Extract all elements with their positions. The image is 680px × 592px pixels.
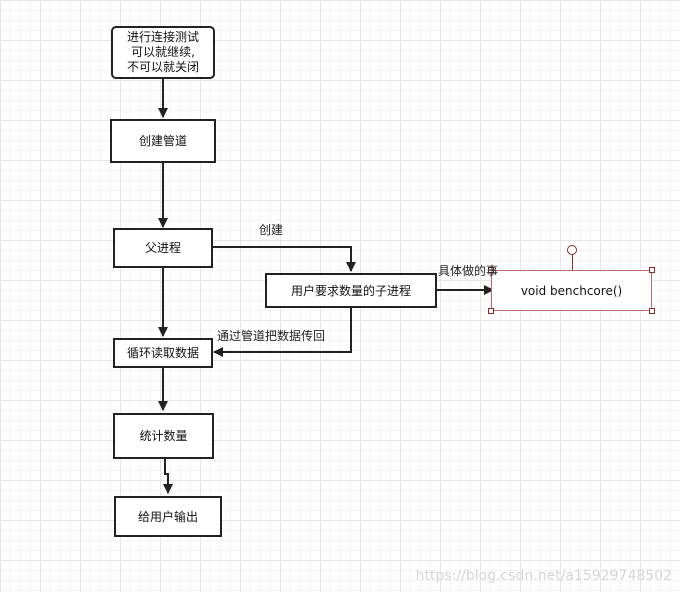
node-output-to-user[interactable]: 给用户输出 (114, 496, 222, 537)
edge-child-to-loop-read (213, 308, 352, 357)
node-count[interactable]: 统计数量 (113, 413, 214, 459)
edge-parent-to-child (213, 246, 356, 272)
resize-handle-top-right[interactable] (649, 267, 655, 273)
node-connection-test[interactable]: 进行连接测试 可以就继续, 不可以就关闭 (111, 26, 215, 79)
resize-handle-bottom-left[interactable] (488, 308, 494, 314)
watermark-text: https://blog.csdn.net/a15929748502 (415, 568, 672, 584)
node-create-pipe[interactable]: 创建管道 (110, 119, 216, 163)
rotation-handle-stem (572, 255, 573, 270)
label-specific-task: 具体做的事 (438, 264, 499, 278)
node-loop-read-data[interactable]: 循环读取数据 (113, 338, 213, 368)
rotation-handle[interactable] (567, 245, 577, 255)
node-parent-process[interactable]: 父进程 (113, 228, 213, 268)
label-create: 创建 (259, 223, 284, 237)
edge-count-to-output (163, 459, 173, 494)
code-box-benchcore[interactable]: void benchcore() (491, 270, 652, 311)
resize-handle-top-left[interactable] (488, 267, 494, 273)
resize-handle-bottom-right[interactable] (649, 308, 655, 314)
node-child-processes[interactable]: 用户要求数量的子进程 (265, 273, 437, 308)
label-pipe-back: 通过管道把数据传回 (217, 329, 326, 343)
